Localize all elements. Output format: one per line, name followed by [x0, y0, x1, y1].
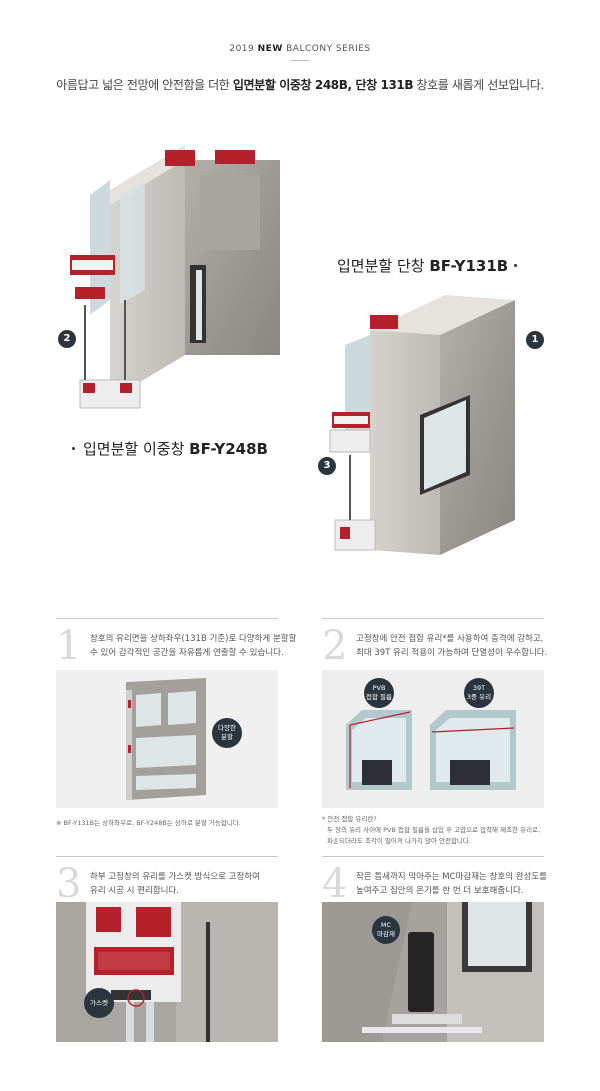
feature-number: 3 [56, 861, 82, 907]
pvb-film-bubble-line: 접합 필름 [366, 693, 392, 701]
feature-description: 작은 틈새까지 막아주는 MC마감재는 창호의 완성도를 높여주고 집안의 온기… [356, 870, 547, 898]
feature-number: 2 [322, 623, 348, 669]
feature-description-line: 유리 시공 시 편리합니다. [90, 886, 180, 896]
feature-description: 하부 고정창의 유리를 가스켓 방식으로 고정하여 유리 시공 시 편리합니다. [90, 870, 260, 898]
series-name: BALCONY SERIES [286, 44, 371, 54]
triple-glass-bubble: 39T 3중 유리 [464, 678, 494, 708]
double-window-label-prefix: 입면분할 이중창 [83, 440, 190, 458]
callout-badge-2: 2 [58, 330, 76, 348]
gasket-illustration [56, 902, 278, 1042]
divided-window-illustration [56, 670, 278, 808]
intro-suffix: 창호를 새롭게 선보입니다. [413, 78, 545, 92]
double-window-label: 입면분할 이중창 BF-Y248B [83, 438, 268, 459]
intro-models: 입면분할 이중창 248B, 단창 131B [232, 78, 414, 92]
triple-glass-bubble-line: 3중 유리 [466, 693, 492, 701]
note-line: * 안전 접합 유리란? [322, 815, 377, 823]
feature-3-image: 가스켓 [56, 902, 278, 1042]
feature-description-line: 최대 39T 유리 적용이 가능하여 단열성이 우수합니다. [356, 648, 548, 658]
divided-bubble-line: 다양한 [218, 724, 236, 732]
single-window-label-prefix: 입면분할 단창 [337, 257, 430, 275]
series-year: 2019 [229, 44, 255, 54]
feature-2-image: PVB 접합 필름 39T 3중 유리 [322, 670, 544, 808]
feature-description-line: 창호의 유리면을 상하좌우(131B 기준)로 다양하게 분할할 [90, 634, 297, 644]
feature-4-image: MC 마감재 [322, 902, 544, 1042]
note-line: 두 장의 유리 사이에 PVB 접합 필름을 삽입 후 고압으로 압착해 제조한… [327, 826, 541, 834]
feature-description-line: 높여주고 집안의 온기를 한 번 더 보호해줍니다. [356, 886, 524, 896]
feature-description-line: 고정창에 안전 접합 유리*를 사용하여 충격에 강하고, [356, 634, 544, 644]
feature-description: 고정창에 안전 접합 유리*를 사용하여 충격에 강하고, 최대 39T 유리 … [356, 632, 547, 660]
title-divider [291, 60, 309, 61]
single-window-model: BF-Y131B [429, 257, 509, 275]
triple-glass-bubble-line: 39T [472, 684, 486, 692]
callout-badge-1: 1 [526, 331, 544, 349]
mc-finish-illustration [322, 902, 544, 1042]
feature-divider [322, 856, 544, 857]
callout-badge-3: 3 [318, 457, 336, 475]
pvb-film-bubble: PVB 접합 필름 [364, 678, 394, 708]
laminated-glass-illustration [322, 670, 544, 808]
feature-description-line: 수 있어 감각적인 공간을 자유롭게 연출할 수 있습니다. [90, 648, 284, 658]
feature-2-note: * 안전 접합 유리란? 두 장의 유리 사이에 PVB 접합 필름을 삽입 후… [322, 814, 540, 847]
feature-divider [56, 618, 278, 619]
intro-text: 아름답고 넓은 전망에 안전함을 더한 입면분할 이중창 248B, 단창 13… [0, 76, 600, 93]
gasket-bubble: 가스켓 [84, 988, 114, 1018]
feature-number: 4 [322, 861, 348, 907]
feature-description: 창호의 유리면을 상하좌우(131B 기준)로 다양하게 분할할 수 있어 감각… [90, 632, 296, 660]
feature-description-line: 작은 틈새까지 막아주는 MC마감재는 창호의 완성도를 [356, 872, 548, 882]
mc-finish-bubble-line: 마감재 [377, 930, 395, 938]
double-window-illustration [70, 145, 280, 409]
feature-number: 1 [56, 623, 82, 669]
feature-1-note: ※ BF-Y131B는 상하좌우로, BF-Y248B는 상하로 분할 가능합니… [56, 819, 241, 827]
divided-bubble-line: 분할 [221, 733, 233, 741]
series-title: 2019 NEW BALCONY SERIES [0, 44, 600, 54]
feature-description-line: 하부 고정창의 유리를 가스켓 방식으로 고정하여 [90, 872, 260, 882]
hero-illustration [70, 145, 515, 555]
mc-finish-bubble-line: MC [380, 921, 392, 929]
mc-finish-bubble: MC 마감재 [372, 916, 400, 944]
pvb-film-bubble-line: PVB [372, 684, 386, 692]
single-window-illustration [329, 295, 515, 555]
single-label-dot [514, 264, 517, 267]
series-new: NEW [257, 44, 283, 54]
double-label-dot [72, 447, 75, 450]
feature-divider [56, 856, 278, 857]
double-window-model: BF-Y248B [189, 440, 268, 458]
feature-1-image: 다양한 분할 [56, 670, 278, 808]
single-window-label: 입면분할 단창 BF-Y131B [337, 255, 508, 276]
feature-divider [322, 618, 544, 619]
note-line: 파손되더라도 조각이 떨어져 나가지 않아 안전합니다. [327, 837, 471, 845]
divided-bubble: 다양한 분할 [212, 718, 242, 748]
intro-prefix: 아름답고 넓은 전망에 안전함을 더한 [56, 78, 233, 92]
